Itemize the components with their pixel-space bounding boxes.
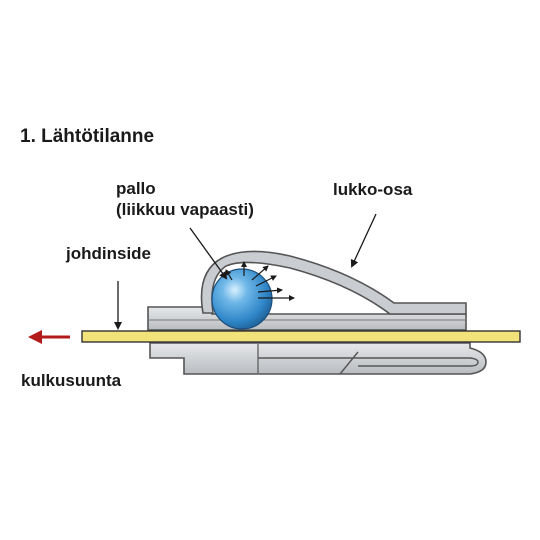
ball [211, 268, 273, 330]
force-arrows [225, 261, 295, 301]
ball-leader [189, 227, 228, 280]
ball-note-label: (liikkuu vapaasti) [116, 200, 254, 219]
page-title: 1. Lähtötilanne [20, 126, 155, 147]
locking-part-label: lukko-osa [333, 180, 413, 199]
lower-housing-notch [339, 351, 359, 375]
locking-part-leader [350, 213, 377, 268]
cable-tie-strip [81, 330, 521, 343]
lower-housing-slot [258, 357, 479, 367]
direction-label: kulkusuunta [21, 371, 122, 390]
ball-label: pallo [116, 179, 156, 198]
direction-arrow [28, 330, 70, 344]
cable-tie-label: johdinside [66, 244, 151, 263]
locking-part [200, 250, 467, 315]
